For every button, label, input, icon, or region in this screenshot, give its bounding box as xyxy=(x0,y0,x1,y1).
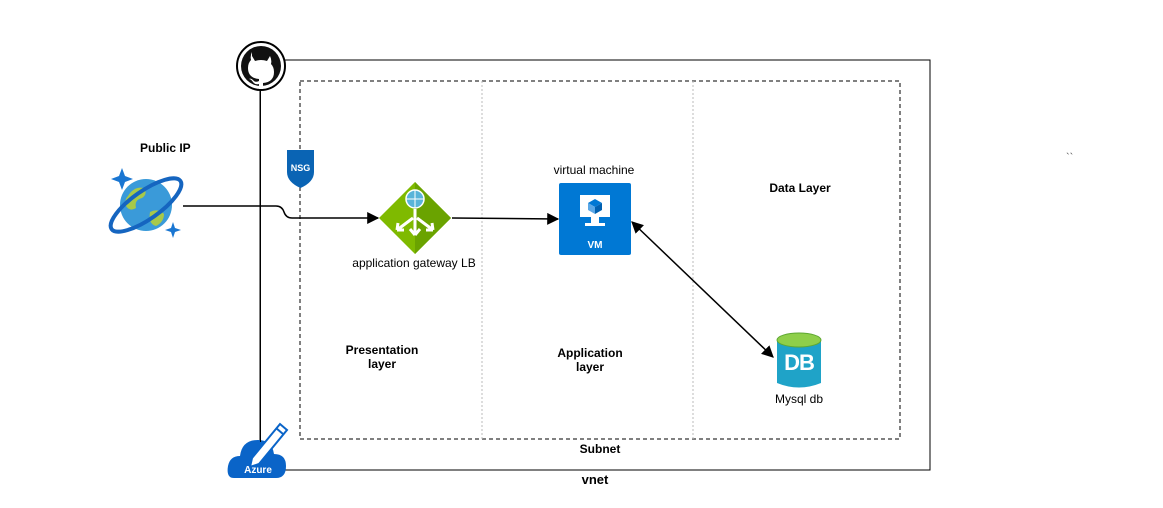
virtual-machine-icon xyxy=(559,183,631,255)
application-layer-label: Application layer xyxy=(557,346,623,374)
public-ip-label: Public IP xyxy=(140,141,191,155)
nsg-badge: NSG xyxy=(290,163,311,173)
db-label: Mysql db xyxy=(774,392,824,406)
azure-label: Azure xyxy=(244,465,272,476)
vnet-label: vnet xyxy=(581,472,609,487)
subnet-label: Subnet xyxy=(579,442,621,456)
database-icon xyxy=(776,332,822,388)
vm-title: virtual machine xyxy=(553,163,635,177)
cosmos-planet-icon xyxy=(108,168,184,238)
shield-icon xyxy=(287,150,314,188)
presentation-layer-label: Presentation layer xyxy=(345,343,419,371)
db-badge: DB xyxy=(784,350,815,375)
data-layer-label: Data Layer xyxy=(769,181,831,195)
application-gateway-icon xyxy=(379,182,451,254)
stray-mark: `` xyxy=(1066,152,1074,164)
gateway-label: application gateway LB xyxy=(352,256,476,270)
vm-badge: VM xyxy=(587,240,603,251)
connector-gateway-vm xyxy=(451,212,560,225)
subnet-boundary xyxy=(299,80,901,440)
github-azure-link xyxy=(260,90,261,442)
connector-publicip-gateway xyxy=(183,205,380,224)
connector-vm-db xyxy=(631,221,774,358)
azure-cloud-icon xyxy=(227,422,289,478)
github-icon xyxy=(236,41,286,91)
